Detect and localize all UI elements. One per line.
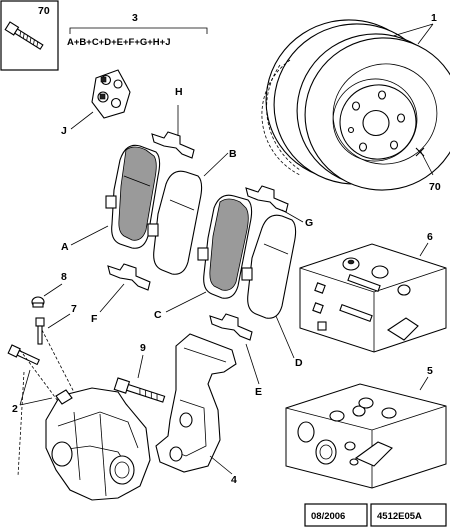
disc-bolt-icon [4,21,44,50]
callout-2: 2 [12,403,18,415]
part-E-spring-clip [209,313,253,341]
bleed-screw-cap [31,296,45,308]
callout-8: 8 [61,271,67,283]
wheel-stud-hole [351,101,361,111]
kit-6-panel [299,243,447,353]
callout-A: A [61,241,69,253]
part-D-brake-pad [241,214,297,319]
disc-locating-screw-hole [347,126,355,134]
caliper-carrier [155,333,237,473]
callout-6: 6 [427,231,433,243]
callout-H: H [175,86,183,98]
callout-1: 1 [431,12,437,24]
guide-pin-boot [342,257,389,279]
kit-formula-group: 3 A+B+C+D+E+F+G+H+J [67,12,208,48]
wheel-stud-hole [358,142,368,152]
brake-discs [261,19,450,191]
part-B-brake-pad [147,170,203,275]
wheel-stud-hole [396,113,406,123]
caliper-mounting-bolt [113,377,166,403]
callout-4: 4 [231,474,237,486]
guide-pin [312,274,381,331]
part-J-bushings [91,69,131,119]
disc-screw-mark [415,147,425,157]
bleed-screw [35,317,45,345]
guide-pin-seal [386,284,419,341]
caliper-body [45,387,151,501]
wheel-stud-hole [389,140,399,150]
guide-bolt [7,344,40,366]
piston-clip [354,441,393,467]
callout-J: J [61,125,67,137]
callout-B: B [229,148,237,160]
kit-5-panel [285,383,447,489]
dust-boot [329,397,397,422]
callout-3: 3 [132,12,138,24]
callout-70-disc: 70 [429,181,441,193]
footer-date-box: 08/2006 [304,503,368,527]
footer-reference: 4512E05A [377,511,422,522]
callout-9: 9 [140,342,146,354]
callout-G: G [305,217,313,229]
footer-date: 08/2006 [311,511,345,522]
callout-E: E [255,386,262,398]
part-F-spring-clip [107,263,151,291]
part-H-spring-clip [151,105,195,159]
callout-D: D [295,357,303,369]
bolt-reference-box: 70 [0,0,59,71]
callout-5: 5 [427,365,433,377]
kit-formula-text: A+B+C+D+E+F+G+H+J [67,37,171,48]
wheel-stud-hole [377,90,387,100]
callout-F: F [91,313,98,325]
callout-70-top: 70 [38,5,50,17]
piston-seal [297,421,337,465]
part-C-brake-pad [197,194,253,299]
bleed-cap [344,441,359,466]
part-A-brake-pad [105,144,161,249]
footer-reference-box: 4512E05A [370,503,447,527]
callout-C: C [154,309,162,321]
part-G-spring-clip [245,185,289,213]
callout-7: 7 [71,303,77,315]
